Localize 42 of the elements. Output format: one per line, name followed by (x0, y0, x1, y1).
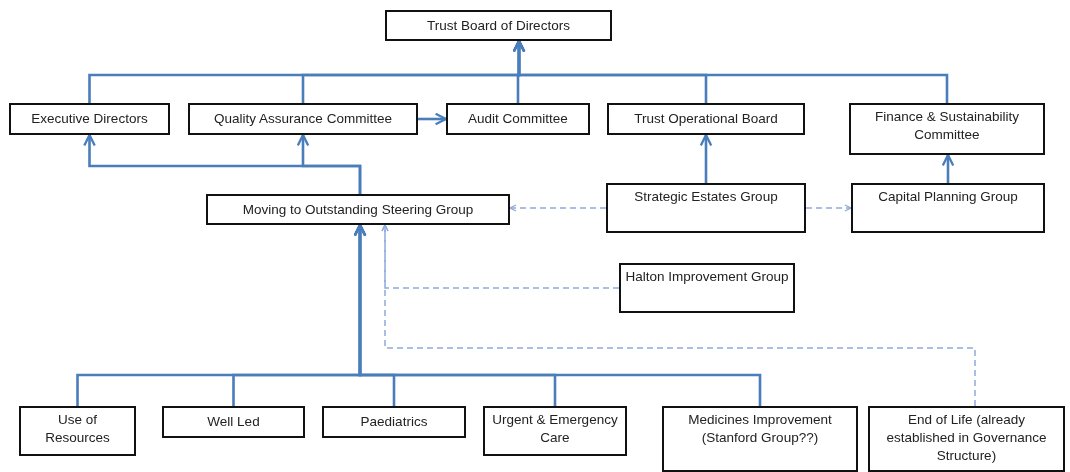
box-label: Strategic Estates Group (634, 188, 778, 206)
box-label: Quality Assurance Committee (214, 110, 392, 128)
box-label: Paediatrics (360, 413, 428, 431)
org-box (619, 263, 795, 313)
org-box (662, 406, 858, 472)
org-box (483, 406, 627, 456)
org-box (206, 194, 510, 225)
dashed-arrow (381, 224, 620, 289)
org-box (849, 103, 1045, 155)
org-box (188, 103, 418, 135)
box-label: Trust Board of Directors (427, 16, 570, 35)
box-label: End of Life (already established in Governance Structure) (885, 411, 1048, 465)
arrow (296, 133, 362, 194)
box-label: Finance & Sustainability Committee (873, 108, 1021, 144)
org-box (607, 103, 805, 135)
box-label: Moving to Outstanding Steering Group (242, 200, 474, 219)
arrow (353, 223, 762, 406)
dashed-arrow (381, 224, 976, 407)
box-label: Well Led (207, 413, 260, 431)
org-box (851, 183, 1045, 233)
box-label: Audit Committee (468, 110, 568, 128)
box-label: Use of Resources (44, 411, 111, 447)
dashed-arrow (805, 204, 852, 212)
box-label: Urgent & Emergency Care (491, 411, 619, 447)
arrow (699, 133, 713, 183)
arrow (941, 153, 955, 183)
org-box (19, 406, 136, 456)
org-box (385, 10, 612, 41)
org-box (9, 103, 170, 135)
dashed-arrow (509, 204, 607, 212)
arrow (418, 112, 448, 126)
org-box (606, 183, 806, 233)
box-label: Executive Directors (31, 110, 148, 128)
box-label: Medicines Improvement (Stanford Group??) (687, 411, 833, 447)
box-label: Halton Improvement Group (625, 268, 789, 286)
org-box (162, 406, 305, 438)
box-label: Capital Planning Group (878, 188, 1018, 206)
org-box (868, 406, 1065, 472)
arrow (512, 39, 949, 103)
org-box (446, 103, 590, 135)
org-box (322, 406, 466, 438)
box-label: Trust Operational Board (634, 110, 778, 128)
